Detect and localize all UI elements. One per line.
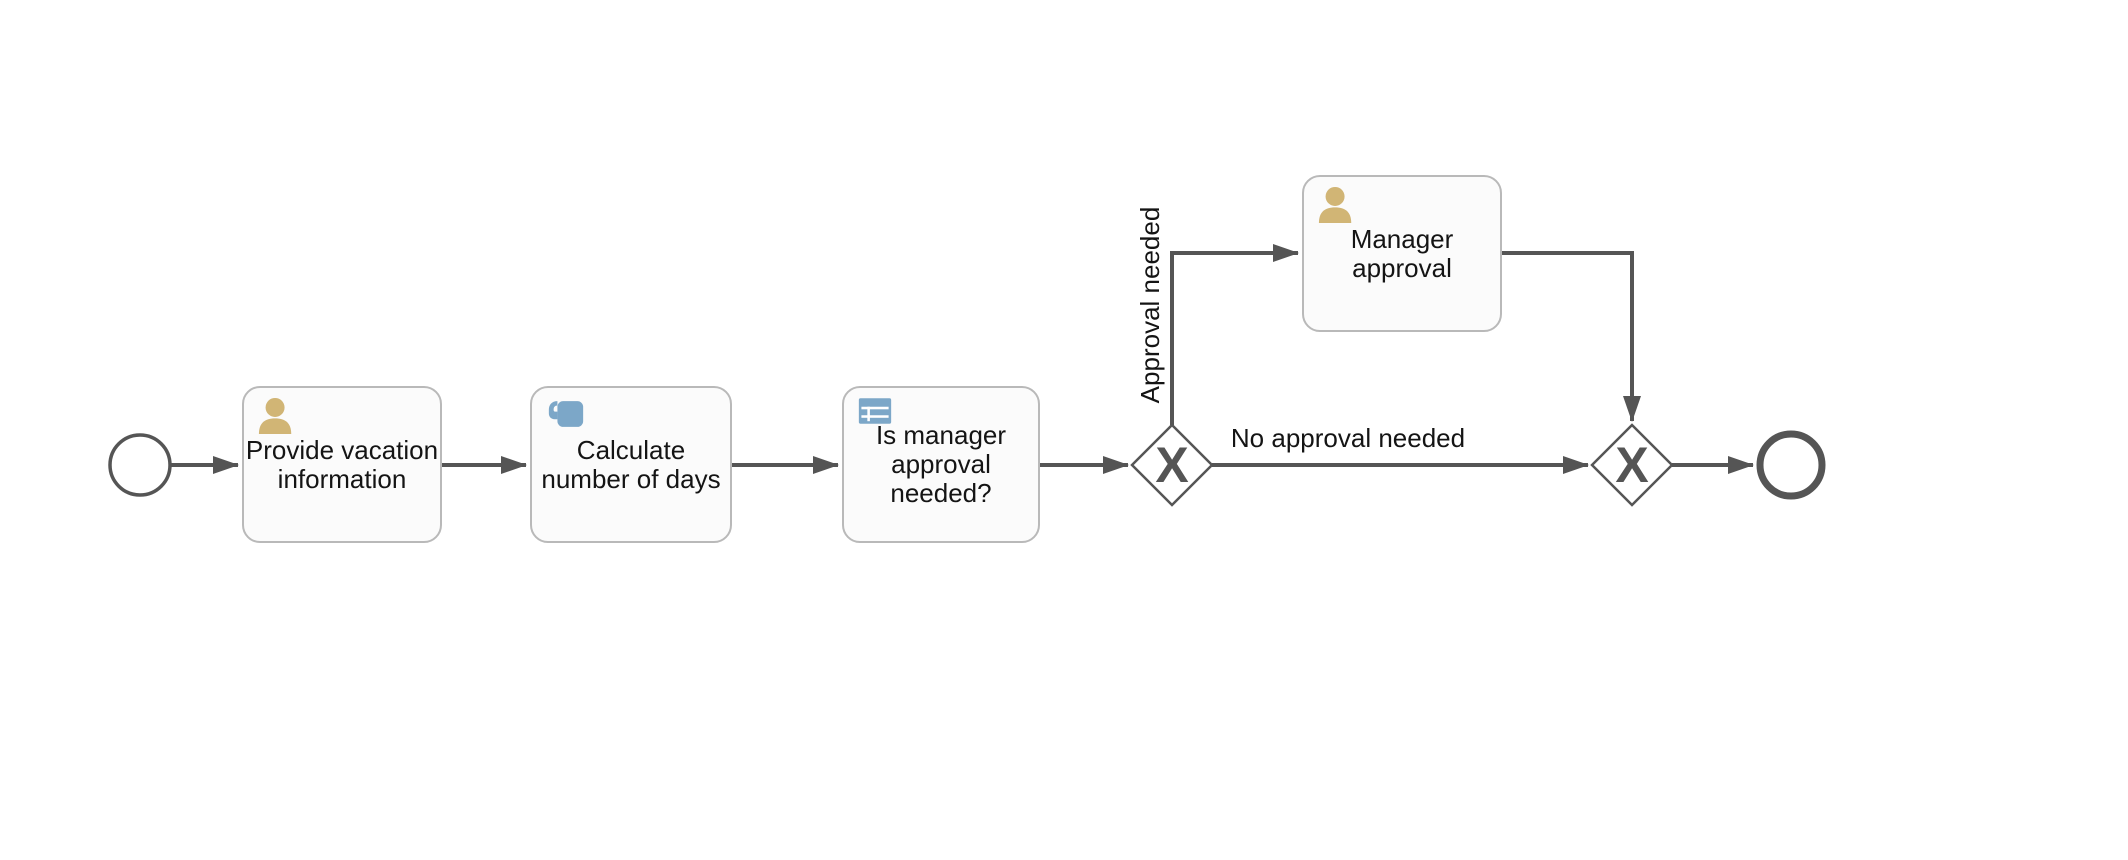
sequence-flow-approval-needed[interactable] bbox=[1170, 244, 1299, 425]
gateway-x-marker: X bbox=[1615, 437, 1648, 493]
task-label: Calculate number of days bbox=[541, 434, 721, 494]
flow-label-approval-needed[interactable]: Approval needed bbox=[1135, 206, 1165, 404]
business-rule-icon bbox=[858, 398, 892, 424]
exclusive-gateway-join[interactable]: X bbox=[1590, 423, 1674, 507]
exclusive-gateway-split[interactable]: X bbox=[1130, 423, 1214, 507]
task-manager-approval[interactable]: Manager approval bbox=[1302, 175, 1502, 332]
task-label: Provide vacation information bbox=[245, 434, 439, 494]
task-is-manager-approval-needed[interactable]: Is manager approval needed? bbox=[842, 386, 1040, 543]
end-event[interactable] bbox=[1756, 430, 1826, 500]
sequence-flow-manager-to-join[interactable] bbox=[1502, 251, 1641, 422]
task-label: Manager approval bbox=[1350, 223, 1454, 283]
flow-label-no-approval-needed[interactable]: No approval needed bbox=[1230, 423, 1466, 453]
task-label: Is manager approval needed? bbox=[875, 420, 1007, 508]
gateway-x-marker: X bbox=[1155, 437, 1188, 493]
user-icon bbox=[1318, 186, 1352, 224]
script-icon bbox=[548, 401, 584, 427]
task-provide-vacation-information[interactable]: Provide vacation information bbox=[242, 386, 442, 543]
task-calculate-number-of-days[interactable]: Calculate number of days bbox=[530, 386, 732, 543]
start-event[interactable] bbox=[108, 433, 172, 497]
user-icon bbox=[258, 397, 292, 435]
